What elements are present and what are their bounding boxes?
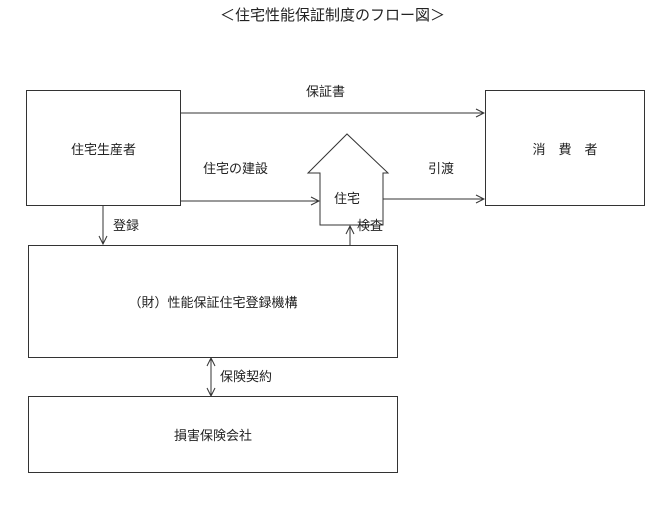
node-producer: 住宅生産者 [26,90,181,206]
edge-label-insurance-contract: 保険契約 [220,370,273,385]
node-insurer: 損害保険会社 [28,396,398,473]
node-producer-label: 住宅生産者 [70,142,136,158]
node-house-label: 住宅 [334,192,361,207]
node-consumer-label: 消 費 者 [532,142,598,158]
edge-label-warranty: 保証書 [306,85,346,100]
node-insurer-label: 損害保険会社 [173,429,252,444]
edge-label-registration: 登録 [113,219,140,234]
node-registry: （財）性能保証住宅登録機構 [28,245,398,358]
edge-label-delivery: 引渡 [428,162,455,177]
house-shape [306,133,390,226]
diagram-title: ＜住宅性能保証制度のフロー図＞ [219,6,445,24]
edge-label-inspection: 検査 [357,219,384,234]
node-consumer: 消 費 者 [485,90,645,206]
edge-label-construction: 住宅の建設 [203,162,269,177]
node-registry-label: （財）性能保証住宅登録機構 [128,296,298,311]
